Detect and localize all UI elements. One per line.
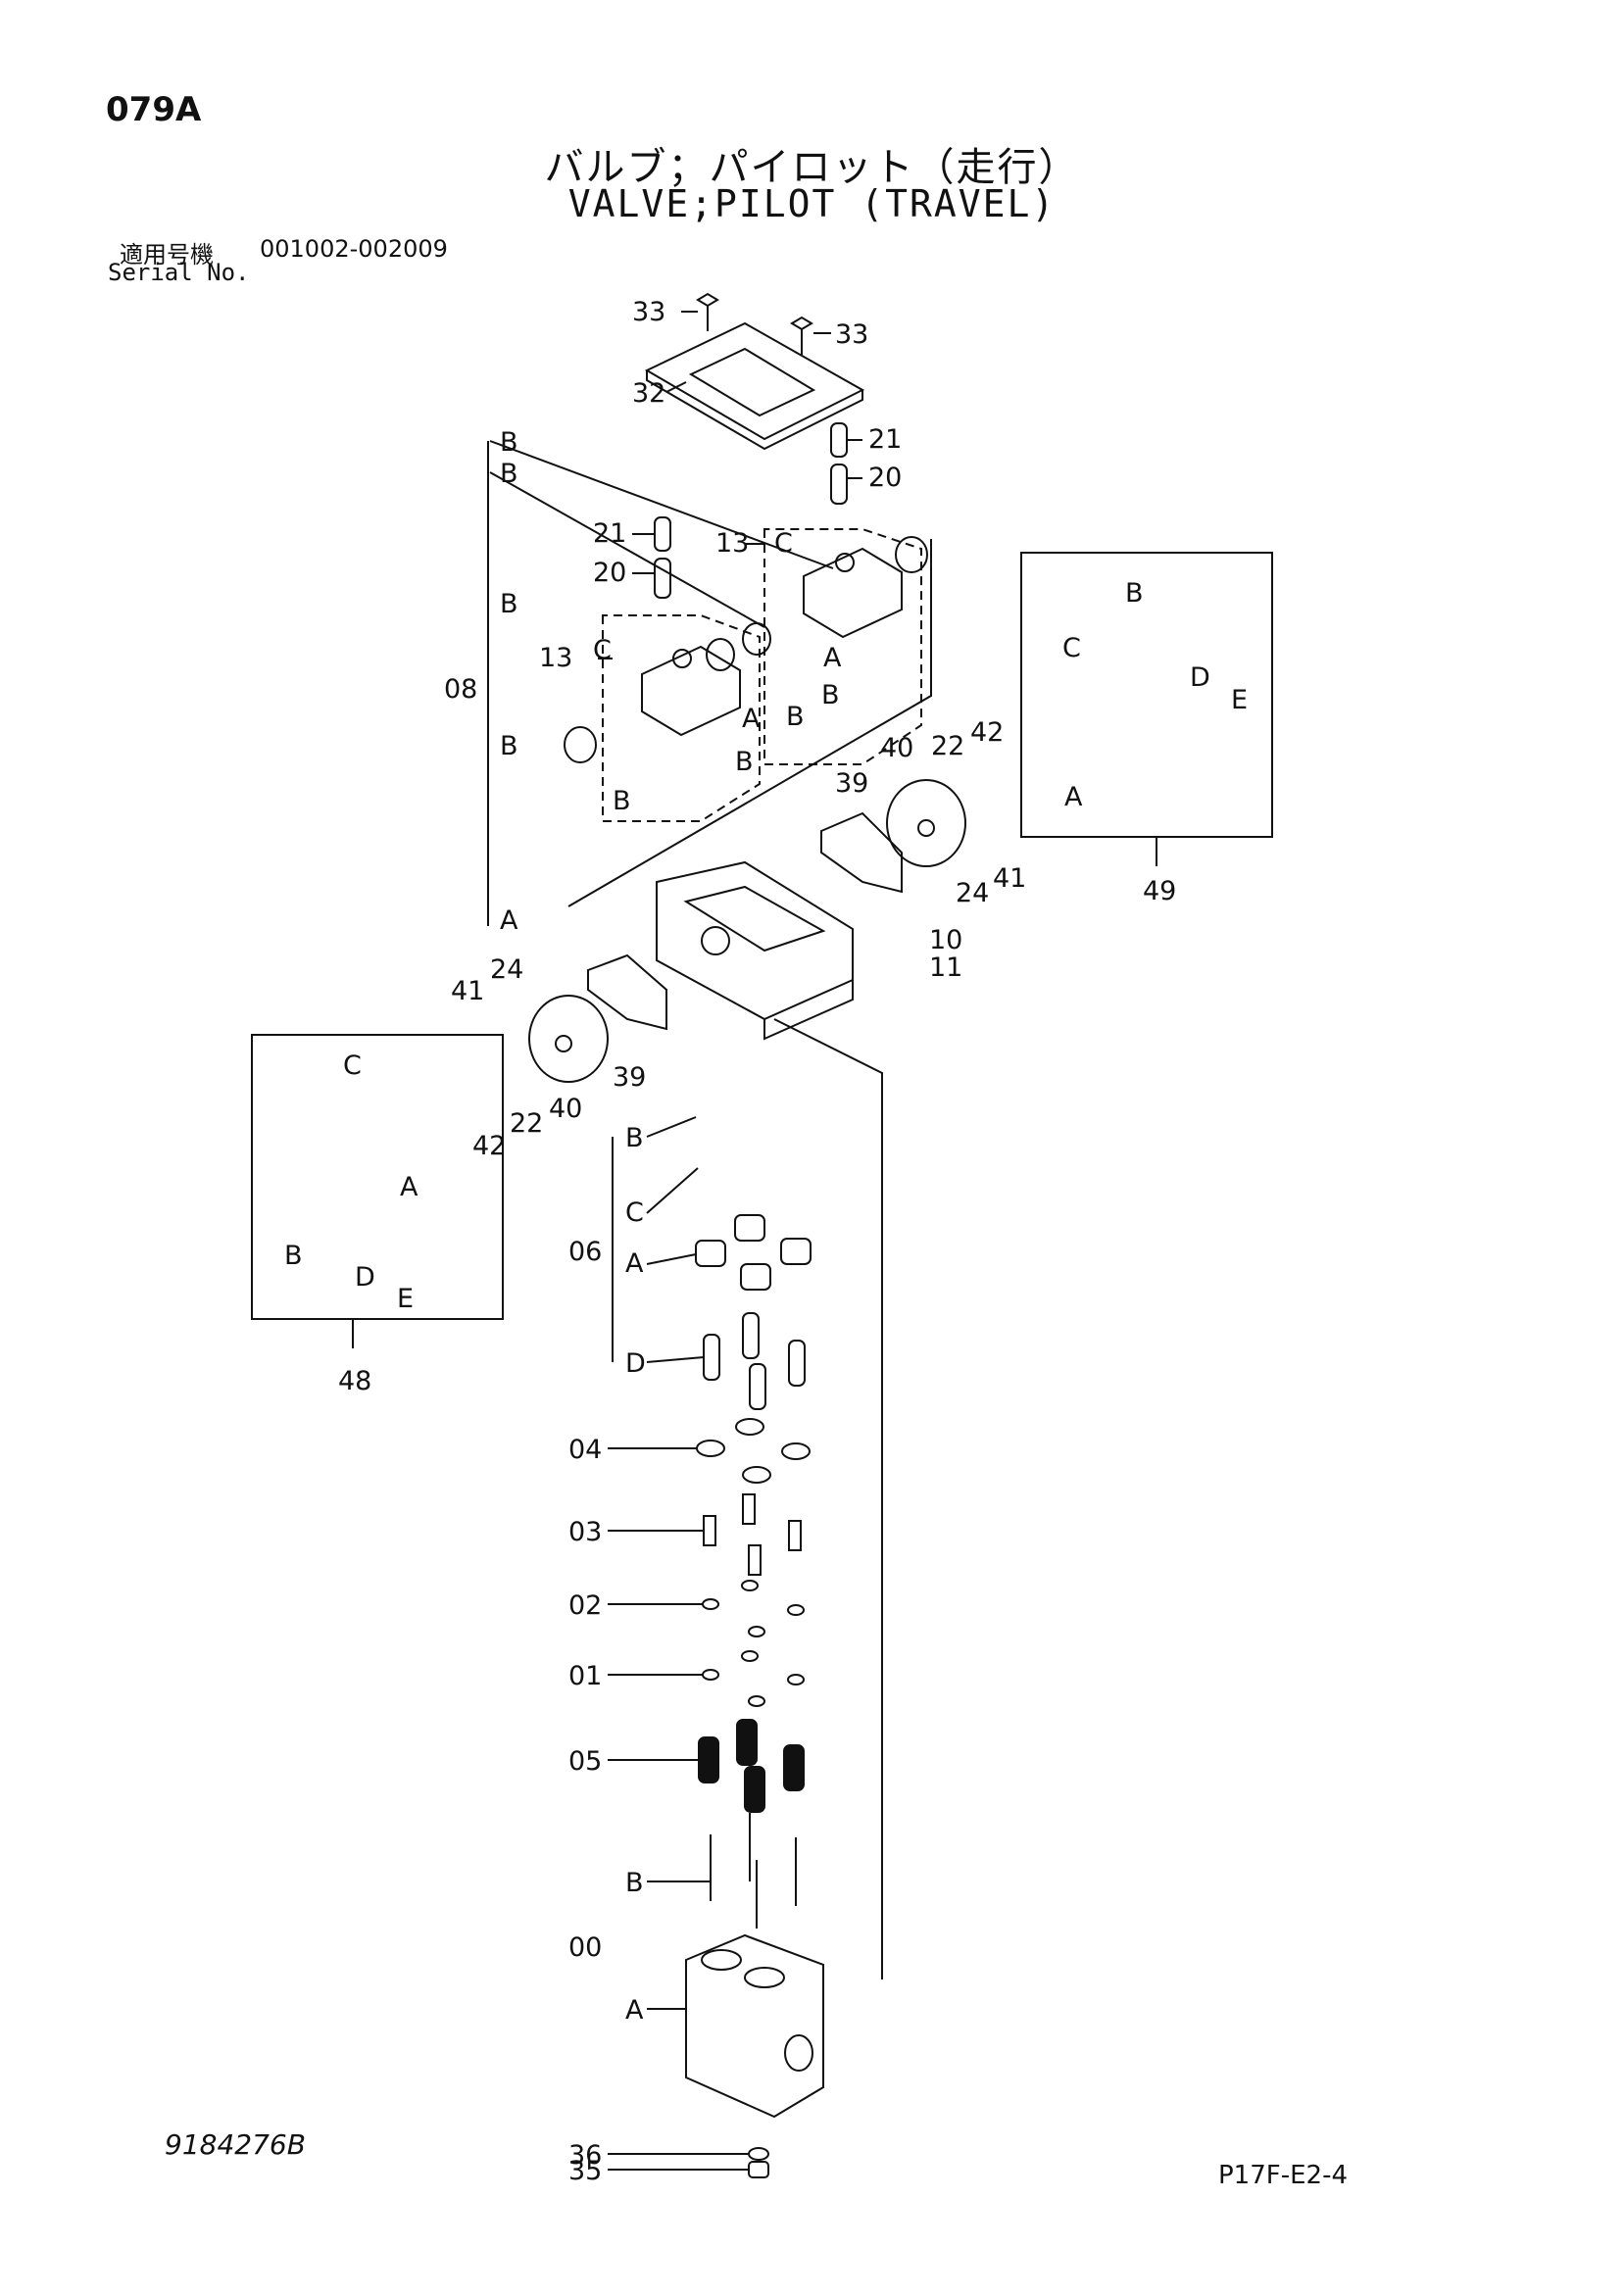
callout-42: 42 xyxy=(472,1131,506,1161)
leader-line xyxy=(567,539,932,907)
callout-B: B xyxy=(735,747,754,777)
callout-24: 24 xyxy=(956,878,989,908)
cam-part xyxy=(641,547,903,737)
callout-01: 01 xyxy=(568,1661,602,1691)
callout-49: 49 xyxy=(1143,876,1176,906)
callout-42: 42 xyxy=(970,717,1004,748)
callout-41: 41 xyxy=(451,976,484,1006)
cover-plate-part xyxy=(644,321,865,451)
leader-line xyxy=(489,471,765,628)
washer-part xyxy=(696,1418,811,1707)
seal-part xyxy=(695,1214,812,1291)
plunger-part xyxy=(703,1312,806,1410)
callout-40: 40 xyxy=(880,733,913,763)
leader-lines xyxy=(598,311,862,2171)
callout-04: 04 xyxy=(568,1435,602,1465)
callout-33: 33 xyxy=(632,297,665,327)
callout-B: B xyxy=(821,680,840,710)
callout-B: B xyxy=(500,589,518,619)
callout-22: 22 xyxy=(931,731,964,761)
callout-22: 22 xyxy=(510,1108,543,1139)
callout-00: 00 xyxy=(568,1932,602,1963)
serial-label-english: Serial No. xyxy=(108,259,250,286)
bolt-part xyxy=(696,292,813,355)
callout-20: 20 xyxy=(593,558,626,588)
callout-08: 08 xyxy=(444,674,477,705)
callout-A: A xyxy=(400,1172,418,1202)
callout-20: 20 xyxy=(868,463,902,493)
sheet-reference: P17F-E2-4 xyxy=(1218,2161,1348,2190)
plug-part xyxy=(748,2147,769,2178)
callout-32: 32 xyxy=(632,378,665,409)
callout-03: 03 xyxy=(568,1517,602,1547)
callout-A: A xyxy=(500,905,518,936)
gasket-part xyxy=(820,779,966,894)
valve-body-part xyxy=(685,1933,824,2119)
callout-A: A xyxy=(823,643,842,673)
callout-B: B xyxy=(500,459,518,489)
callout-05: 05 xyxy=(568,1746,602,1777)
spring-part xyxy=(698,1719,805,1813)
gasket-part xyxy=(528,953,667,1083)
callout-C: C xyxy=(593,635,612,665)
callout-A: A xyxy=(1064,782,1083,812)
leader-line xyxy=(773,1018,883,1979)
callout-D: D xyxy=(355,1262,375,1293)
callout-39: 39 xyxy=(835,768,868,799)
detail-box-48 xyxy=(251,1034,504,1320)
callout-A: A xyxy=(625,1248,644,1279)
callout-41: 41 xyxy=(993,863,1026,894)
callout-13: 13 xyxy=(715,528,749,559)
serial-range: 001002-002009 xyxy=(260,235,448,263)
callout-02: 02 xyxy=(568,1590,602,1621)
pin-part xyxy=(654,422,848,599)
callout-21: 21 xyxy=(593,518,626,549)
callout-D: D xyxy=(1190,662,1210,693)
callout-C: C xyxy=(1062,633,1081,663)
detail-box-49 xyxy=(1020,552,1273,838)
callout-C: C xyxy=(343,1050,362,1081)
callout-06: 06 xyxy=(568,1237,602,1267)
callout-C: C xyxy=(774,528,793,559)
callout-A: A xyxy=(625,1995,644,2026)
leader-line xyxy=(489,440,834,569)
callout-B: B xyxy=(500,427,518,458)
callout-A: A xyxy=(742,704,761,734)
callout-21: 21 xyxy=(868,424,902,455)
callout-C: C xyxy=(625,1197,644,1228)
title-english: VALVE;PILOT (TRAVEL) xyxy=(567,182,1057,225)
callout-B: B xyxy=(1125,578,1144,609)
callout-36: 36 xyxy=(568,2140,602,2171)
callout-10: 10 xyxy=(929,925,962,955)
callout-B: B xyxy=(625,1123,644,1153)
page-id: 079A xyxy=(106,90,202,129)
callout-D: D xyxy=(625,1348,646,1379)
callout-24: 24 xyxy=(490,954,523,985)
callout-11: 11 xyxy=(929,953,962,983)
callout-48: 48 xyxy=(338,1366,371,1396)
bushing-part xyxy=(564,536,928,763)
callout-33: 33 xyxy=(835,319,868,350)
callout-E: E xyxy=(1231,685,1248,715)
spring-part xyxy=(703,1493,802,1576)
push-rod-part xyxy=(710,1813,797,1929)
callout-B: B xyxy=(500,731,518,761)
callout-labels: 33 33 32 21 20 21 20 13 13 B B B B A 08 … xyxy=(284,297,1248,2186)
callout-40: 40 xyxy=(549,1094,582,1124)
casing-part xyxy=(656,860,854,1041)
callout-13: 13 xyxy=(539,643,572,673)
callout-39: 39 xyxy=(613,1062,646,1093)
drawing-number: 9184276B xyxy=(165,2128,306,2161)
callout-35: 35 xyxy=(568,2156,602,2186)
serial-label-japanese: 適用号機 xyxy=(120,241,214,269)
callout-E: E xyxy=(397,1284,414,1314)
callout-B: B xyxy=(786,702,805,732)
title-japanese: バルブ；パイロット（走行） xyxy=(544,145,1080,190)
cam-assembly-boundary xyxy=(602,528,922,822)
callout-B: B xyxy=(613,786,631,816)
callout-B: B xyxy=(625,1868,644,1898)
callout-B: B xyxy=(284,1241,303,1271)
